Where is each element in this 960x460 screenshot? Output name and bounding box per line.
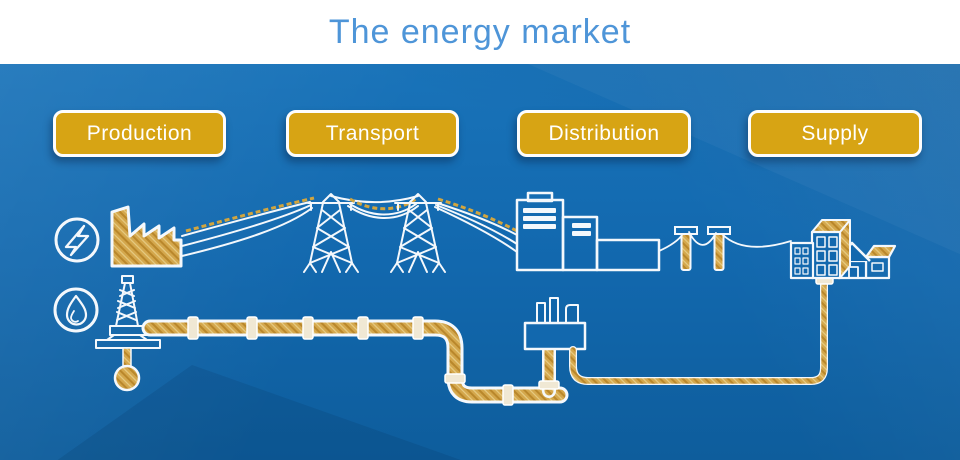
stage-button-distribution[interactable]: Distribution — [517, 110, 691, 157]
stage-button-label: Production — [86, 121, 193, 145]
stage-button-transport[interactable]: Transport — [286, 110, 459, 157]
header-bar: The energy market — [0, 0, 960, 64]
stage-button-supply[interactable]: Supply — [748, 110, 922, 157]
stage-button-production[interactable]: Production — [53, 110, 226, 157]
stage-button-label: Distribution — [548, 121, 660, 145]
stage-button-label: Supply — [801, 121, 869, 145]
page-title: The energy market — [328, 12, 632, 51]
stage-button-label: Transport — [325, 121, 420, 145]
